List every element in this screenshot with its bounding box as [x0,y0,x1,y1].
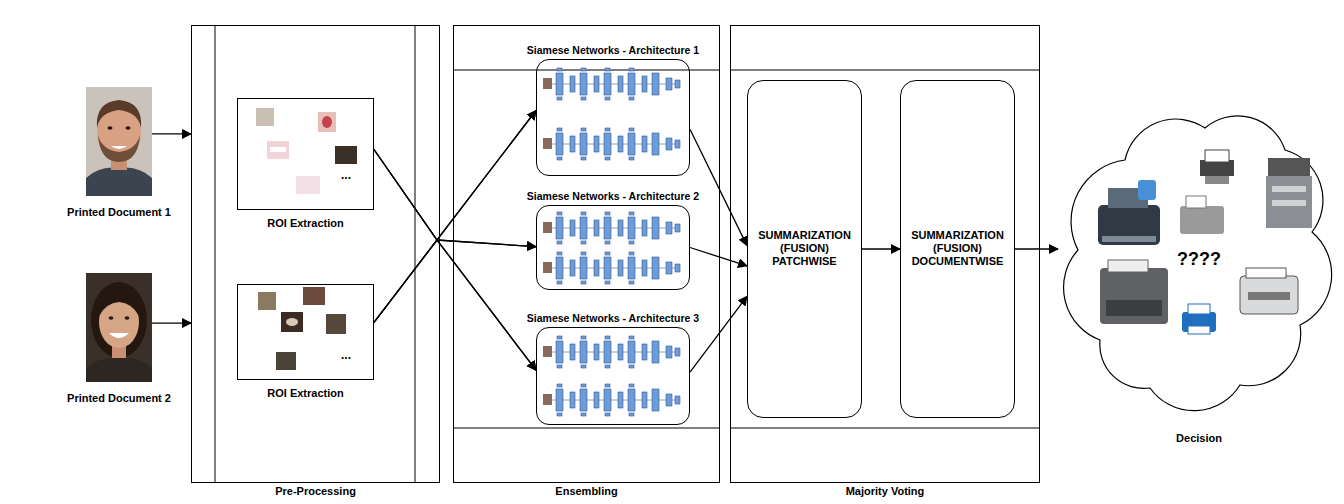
box-caption: Pre-Processing [275,485,356,498]
ellipsis-label: ... [341,348,351,362]
box-title: Siamese Networks - Architecture 1 [527,44,699,57]
flow-arrow [690,248,747,266]
box-caption: Printed Document 1 [67,206,171,219]
flow-arrow [152,133,191,134]
flow-arrow [690,296,747,372]
box-title: Siamese Networks - Architecture 3 [527,312,699,325]
flow-arrow [374,111,536,241]
box-caption: ROI Extraction [267,387,343,400]
network-box: Siamese Networks - Architecture 3 [536,327,690,425]
decision-cloud: ????Decision [1058,100,1340,420]
flow-arrow [374,240,536,322]
box-text: SUMMARIZATION (FUSION) PATCHWISE [753,229,856,269]
fusion-box: SUMMARIZATION (FUSION) DOCUMENTWISE [900,80,1015,418]
document-image: Printed Document 1 [86,87,152,196]
box-caption: Printed Document 2 [67,392,171,405]
box-caption: Majority Voting [846,485,925,498]
box-caption: Ensembling [555,485,617,498]
roi-box: ROI Extraction [237,98,374,210]
network-box: Siamese Networks - Architecture 2 [536,205,690,290]
stage-panel: Majority VotingSUMMARIZATION (FUSION) PA… [730,25,1040,483]
fusion-box: SUMMARIZATION (FUSION) PATCHWISE [747,80,862,418]
box-caption: ROI Extraction [267,217,343,230]
stage-panel: EnsemblingSiamese Networks - Architectur… [453,25,720,483]
ellipsis-label: ... [341,168,351,182]
stage-panel: Pre-ProcessingROI ExtractionROI Extracti… [191,25,440,483]
flow-arrow [374,150,536,247]
box-caption: Decision [1176,432,1222,445]
flow-arrow [374,150,536,371]
flow-arrow [374,240,536,370]
flow-arrow [862,248,900,249]
flow-arrow [1015,248,1058,249]
network-box: Siamese Networks - Architecture 1 [536,59,690,176]
roi-box: ROI Extraction [237,284,374,380]
flow-arrow [152,322,191,323]
box-text: SUMMARIZATION (FUSION) DOCUMENTWISE [906,229,1009,269]
document-image: Printed Document 2 [86,273,152,382]
flow-arrow [690,129,747,245]
box-text: ???? [1177,249,1221,271]
box-title: Siamese Networks - Architecture 2 [527,190,699,203]
